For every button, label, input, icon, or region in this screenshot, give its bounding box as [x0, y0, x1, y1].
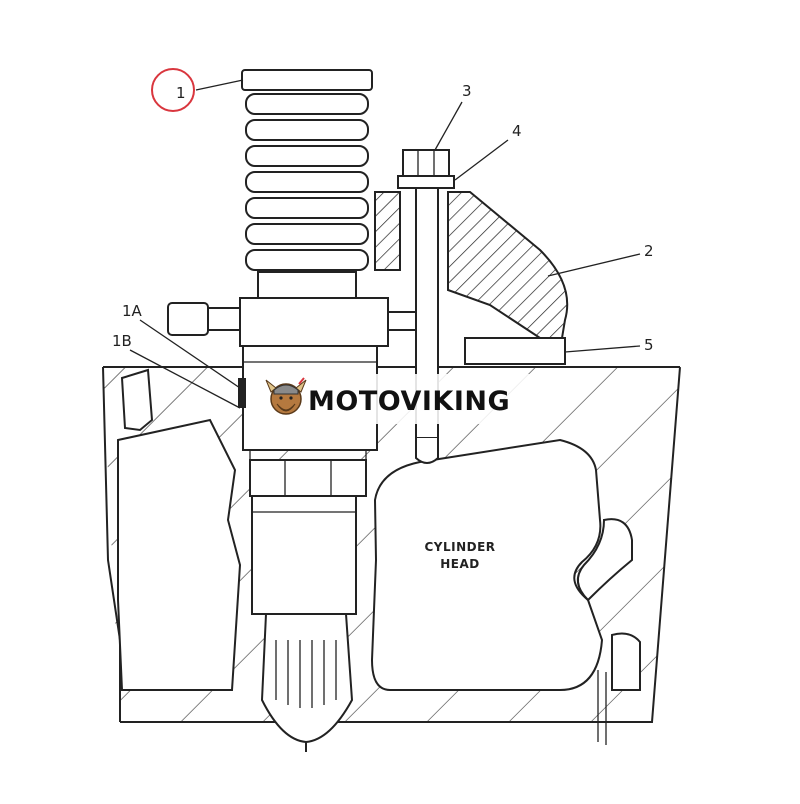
- hold-down-clamp: [374, 191, 569, 339]
- left-upper-cavity: [120, 368, 154, 432]
- callout-1a-leader: [139, 319, 241, 389]
- callout-5-label: 5: [644, 336, 654, 354]
- callout-2-leader: [547, 253, 641, 277]
- spring-coil: [245, 93, 369, 115]
- spring-coil: [245, 249, 369, 271]
- callout-3-leader: [434, 101, 463, 151]
- callout-1b-label: 1B: [112, 332, 132, 350]
- spacer-block: [464, 337, 566, 365]
- left-coolant-cavity: [117, 418, 242, 691]
- callout-1a-label: 1A: [122, 302, 143, 320]
- injector-sleeve: [251, 495, 357, 615]
- callout-1b-leader: [129, 349, 241, 409]
- bolt-washer: [397, 175, 455, 189]
- callouts: 1 3 4 2 5 1A 1B: [112, 68, 654, 409]
- unit-injector: [167, 69, 417, 752]
- callout-4-leader: [454, 139, 509, 181]
- viking-mascot-icon: [265, 377, 307, 415]
- spring-coil: [245, 171, 369, 193]
- cylinder-head: [102, 366, 681, 745]
- bolt-tip: [415, 438, 439, 464]
- callout-3-label: 3: [462, 82, 472, 100]
- callout-5-leader: [564, 345, 641, 353]
- clamp-arm: [447, 191, 569, 339]
- o-ring-1a: [238, 378, 246, 408]
- bolt-head: [402, 149, 450, 177]
- solenoid-housing: [239, 297, 389, 347]
- callout-4-label: 4: [512, 122, 522, 140]
- watermark: MOTOVIKING: [264, 374, 532, 424]
- connector-stem: [207, 307, 245, 331]
- side-connector: [167, 302, 209, 336]
- cylinder-label-line1: CYLINDER: [424, 540, 495, 554]
- spring-top-cap: [241, 69, 373, 91]
- housing-extension: [387, 311, 417, 331]
- spring-coil: [245, 119, 369, 141]
- nozzle-flutes: [275, 640, 337, 708]
- cylinder-label-line2: HEAD: [440, 557, 480, 571]
- watermark-brand-text: MOTOVIKING: [308, 386, 510, 417]
- spring-coil: [245, 223, 369, 245]
- clamp-left-jaw: [374, 191, 401, 271]
- spring-seat: [257, 271, 357, 299]
- injector-nozzle: [260, 613, 354, 744]
- callout-1-leader: [195, 79, 244, 91]
- callout-1-highlight-circle: [151, 68, 195, 112]
- injector-spring: [245, 93, 369, 299]
- spring-coil: [245, 197, 369, 219]
- callout-2-label: 2: [644, 242, 654, 260]
- spring-coil: [245, 145, 369, 167]
- right-channel-lower: [611, 632, 641, 691]
- right-channel-upper: [577, 518, 633, 602]
- watermark-backdrop: [264, 374, 532, 424]
- cylinder-head-cavity: [370, 438, 604, 691]
- callout-1-label: 1: [176, 84, 186, 102]
- injector-nut: [249, 459, 367, 497]
